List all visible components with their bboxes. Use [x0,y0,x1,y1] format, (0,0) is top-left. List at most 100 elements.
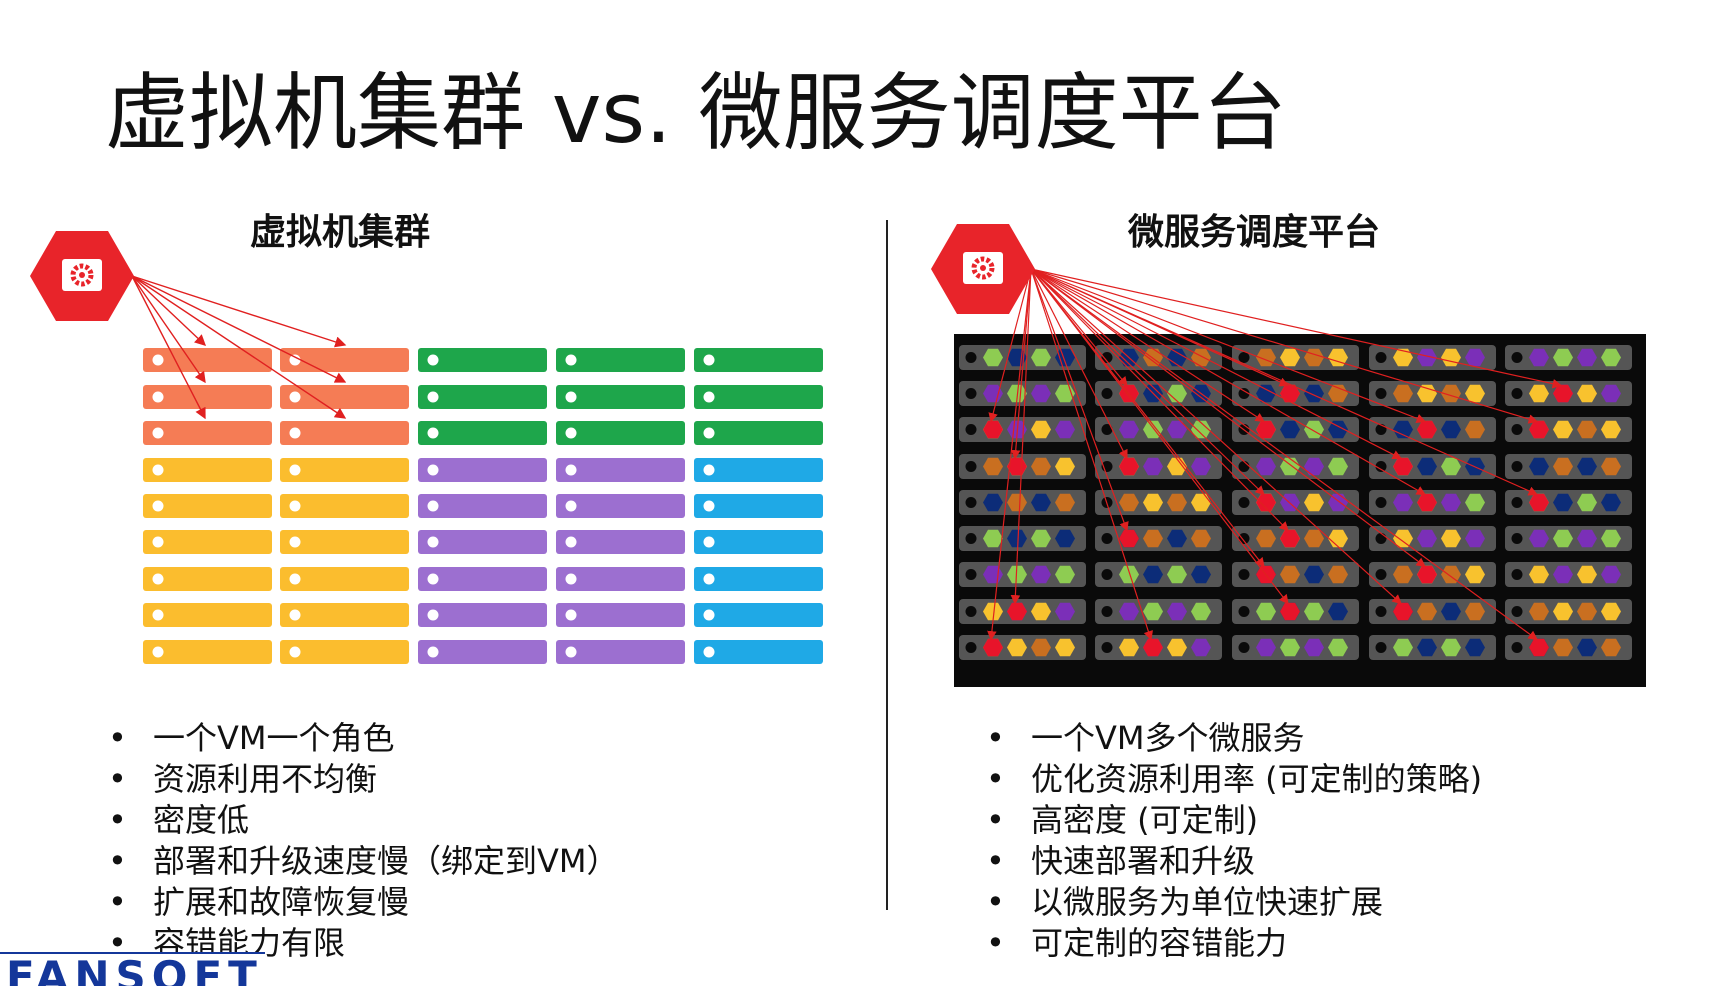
server-led [965,497,977,508]
microservice-hexagon [1280,638,1300,657]
vm-status-dot [289,354,301,366]
schedule-arrow [1030,268,1402,605]
server-led [965,352,977,363]
schedule-arrow [1030,268,1538,641]
schedule-arrow [1030,268,1128,387]
server-led [1238,497,1250,508]
vm-status-dot [152,646,164,658]
vm-status-dot [427,464,439,476]
microservice-hexagon [1328,529,1348,548]
vm-status-dot [152,464,164,476]
schedule-arrow [1030,268,1539,424]
vm-status-dot [703,573,715,585]
vm-status-dot [703,646,715,658]
server-led [1511,569,1523,580]
microservice-hexagon [1417,384,1437,403]
server-led [1238,533,1250,544]
vm-status-dot [289,500,301,512]
vm-bar [143,640,272,664]
vm-bar [694,567,823,591]
microservice-hexagon [1119,638,1139,657]
microservice-hexagon [1393,420,1413,439]
scheduled-microservice-hexagon [1529,638,1549,657]
microservice-hexagon [1143,602,1163,621]
vm-status-dot [289,391,301,403]
vm-bar [418,530,547,554]
microservice-hexagon [1393,384,1413,403]
server-led [1511,497,1523,508]
microservice-hexagon [1465,602,1485,621]
microservice-hexagon [1055,638,1075,657]
schedule-arrow [1030,268,1539,496]
vm-status-dot [152,609,164,621]
vm-bar [418,567,547,591]
schedule-arrow [1030,268,1289,532]
vm-bar [280,640,409,664]
microservice-hexagon [1465,638,1485,657]
vm-status-dot [565,646,577,658]
vm-status-dot [289,573,301,585]
microservice-hexagon [1328,348,1348,367]
scheduled-microservice-hexagon [983,420,1003,439]
microservice-hexagon [1553,420,1573,439]
vm-bar [280,421,409,445]
vm-status-dot [703,354,715,366]
microservice-hexagon [1007,529,1027,548]
vm-status-dot [289,646,301,658]
bullet-item: 密度低 [108,800,619,841]
server-led [1238,388,1250,399]
server-led [1375,461,1387,472]
schedule-arrow [1030,268,1563,389]
server-led [1238,461,1250,472]
vm-status-dot [565,391,577,403]
vm-bar [556,421,685,445]
scheduled-microservice-hexagon [1256,420,1276,439]
bullet-item: 可定制的容错能力 [986,923,1482,964]
vm-scheduler-icon [30,231,134,321]
microservice-hexagon [1529,348,1549,367]
microservice-hexagon [1280,420,1300,439]
scheduled-microservice-hexagon [983,638,1003,657]
vm-bar [418,494,547,518]
microservice-hexagon [1119,493,1139,512]
scheduled-microservice-hexagon [1007,602,1027,621]
schedule-arrow [1030,268,1403,460]
server-led [1101,388,1113,399]
vm-bar [143,567,272,591]
microservice-hexagon [1417,602,1437,621]
bullet-item: 优化资源利用率 (可定制的策略) [986,759,1482,800]
vm-bar [143,421,272,445]
vm-status-dot [703,500,715,512]
microservice-hexagon [1577,420,1597,439]
scheduled-microservice-hexagon [1393,602,1413,621]
microservice-hexagon [1304,638,1324,657]
microservice-hexagon [1031,384,1051,403]
vm-bar [556,494,685,518]
microservice-hexagon [1167,602,1187,621]
vm-status-dot [427,391,439,403]
vm-status-dot [565,573,577,585]
vm-status-dot [427,500,439,512]
microservice-hexagon [983,529,1003,548]
microservice-hexagon [1167,529,1187,548]
server-led [1101,569,1113,580]
microservice-hexagon [1191,602,1211,621]
microservice-hexagon [1191,457,1211,476]
server-led [1375,352,1387,363]
vm-status-dot [427,573,439,585]
vm-status-dot [427,354,439,366]
microservice-hexagon [1256,529,1276,548]
server-led [965,424,977,435]
microservice-hexagon [1143,457,1163,476]
microservice-hexagon [1577,457,1597,476]
microservice-hexagon [1601,420,1621,439]
server-led [1238,352,1250,363]
vm-bar [556,640,685,664]
schedule-arrow [1030,268,1128,460]
microservice-hexagon [1441,602,1461,621]
microservice-hexagon [1143,493,1163,512]
server-led [965,461,977,472]
microservice-hexagon [1417,348,1437,367]
microservice-hexagon [1441,420,1461,439]
scheduled-microservice-hexagon [1280,384,1300,403]
